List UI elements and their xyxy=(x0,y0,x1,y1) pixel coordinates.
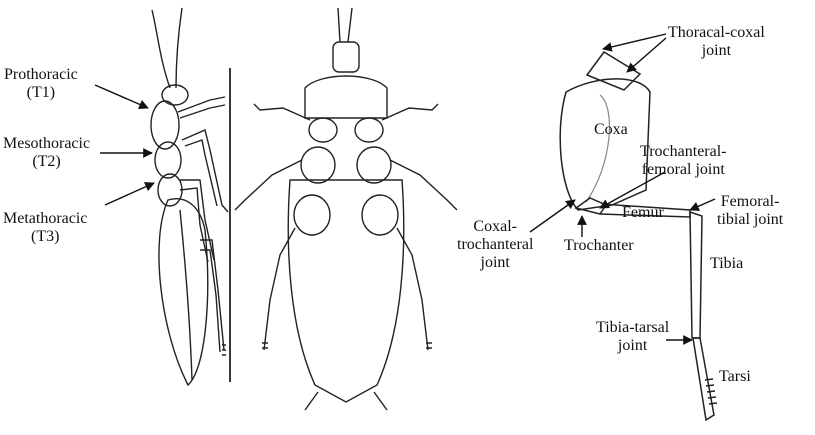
label-metathoracic-name: Metathoracic xyxy=(3,210,87,228)
label-trochanteral-femoral-line1: Trochanteral- xyxy=(640,143,727,161)
label-tarsi: Tarsi xyxy=(719,368,751,386)
label-mesothoracic: Mesothoracic (T2) xyxy=(3,135,90,171)
label-prothoracic-name: Prothoracic xyxy=(4,66,78,84)
label-tibia: Tibia xyxy=(710,255,743,273)
label-femoral-tibial-joint: Femoral- tibial joint xyxy=(717,193,783,229)
label-trochanteral-femoral-joint: Trochanteral- femoral joint xyxy=(640,143,727,179)
label-metathoracic: Metathoracic (T3) xyxy=(3,210,87,246)
arrow-coxal-trochanteral xyxy=(530,200,575,232)
label-trochanteral-femoral-line2: femoral joint xyxy=(640,161,727,179)
label-femur: Femur xyxy=(622,204,664,222)
label-coxal-trochanteral-line3: joint xyxy=(457,254,533,272)
label-coxal-trochanteral-joint: Coxal- trochanteral joint xyxy=(457,218,533,272)
arrow-femoral-tibial xyxy=(690,199,715,210)
label-coxal-trochanteral-line2: trochanteral xyxy=(457,236,533,254)
label-mesothoracic-name: Mesothoracic xyxy=(3,135,90,153)
side-view-insect xyxy=(151,8,230,385)
label-tibia-tarsal-line2: joint xyxy=(596,337,669,355)
label-trochanter: Trochanter xyxy=(564,237,634,255)
label-mesothoracic-code: (T2) xyxy=(3,153,90,171)
label-metathoracic-code: (T3) xyxy=(3,228,87,246)
leg-detail xyxy=(560,52,717,420)
label-tibia-tarsal-line1: Tibia-tarsal xyxy=(596,319,669,337)
arrow-metathoracic xyxy=(105,183,154,205)
label-thoracal-coxal-line2: joint xyxy=(668,42,765,60)
label-coxa: Coxa xyxy=(594,121,628,139)
ventral-view-insect xyxy=(235,8,457,410)
label-prothoracic: Prothoracic (T1) xyxy=(4,66,78,102)
label-femoral-tibial-line1: Femoral- xyxy=(717,193,783,211)
label-thoracal-coxal-joint: Thoracal-coxal joint xyxy=(668,24,765,60)
label-thoracal-coxal-line1: Thoracal-coxal xyxy=(668,24,765,42)
arrow-prothoracic xyxy=(95,85,148,108)
label-coxal-trochanteral-line1: Coxal- xyxy=(457,218,533,236)
label-prothoracic-code: (T1) xyxy=(4,84,78,102)
label-tibia-tarsal-joint: Tibia-tarsal joint xyxy=(596,319,669,355)
label-femoral-tibial-line2: tibial joint xyxy=(717,211,783,229)
arrow-thoracal-coxal-bottom xyxy=(627,38,666,72)
